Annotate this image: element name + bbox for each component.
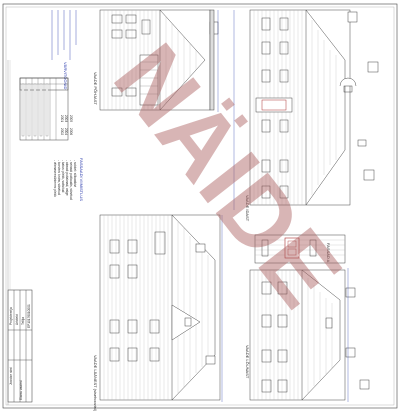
sheet-border <box>2 3 398 409</box>
elevation-east: VAADE IDAST <box>245 9 379 222</box>
title-row-2: Arhitekt <box>15 314 19 325</box>
legend-item-4: 2004 <box>64 128 68 135</box>
elevation-north: VAADE PÕHJAST <box>93 9 219 111</box>
materials-title: FASSAADI VIIMISTLUS <box>79 158 84 201</box>
legend-item-6: 2006 <box>69 128 73 135</box>
elevation-south: VAADE LÕUNAST <box>245 269 370 401</box>
material-4: - katus: plekk, valtsitud <box>61 160 65 192</box>
legend-item-5: 2005 <box>69 115 73 122</box>
title-bottom-label: Joonise nimi <box>9 367 13 385</box>
color-legend: VÄRVITOONID 2001 2002 2003 2004 2005 200… <box>19 62 73 141</box>
material-6: - vihmaveesüsteem: plekk <box>53 160 57 197</box>
elevation-west: VAADE LÄÄNEST (sisehoovist) <box>93 214 221 412</box>
title-row-1: Projekteerija <box>9 307 13 325</box>
label-south: VAADE LÕUNAST <box>245 345 250 379</box>
materials-list: FASSAADI VIIMISTLUS - sokkel: silikaatki… <box>53 158 84 201</box>
level-markers <box>217 10 349 402</box>
notes-topleft <box>51 10 77 60</box>
label-detail: FASSAD A <box>326 243 331 263</box>
legend-title: VÄRVITOONID <box>63 62 68 90</box>
title-row-4: EP10176010001 <box>27 304 31 328</box>
label-east: VAADE IDAST <box>245 195 250 222</box>
label-north: VAADE PÕHJAST <box>93 72 98 105</box>
legend-item-1: 2001 <box>60 115 64 122</box>
elevation-detail: FASSAD A <box>254 234 346 264</box>
title-row-3: Tellija <box>21 317 25 325</box>
material-1: - sokkel: silikaatkivi <box>73 160 77 187</box>
title-bottom-value: Elamu vaated <box>19 380 23 400</box>
legend-item-3: 2003 <box>64 115 68 122</box>
material-5: - korsten: krohv, värvitud <box>57 160 61 195</box>
title-block: Projekteerija Arhitekt Tellija EP1017601… <box>7 289 33 403</box>
material-3: - aknad: puitaknad, valge <box>65 160 69 196</box>
inner-border <box>5 6 395 406</box>
label-west: VAADE LÄÄNEST (sisehoovist) <box>93 355 98 412</box>
legend-item-2: 2002 <box>60 128 64 135</box>
material-2: - seinad: puitlaudis, värvitud <box>69 160 73 200</box>
